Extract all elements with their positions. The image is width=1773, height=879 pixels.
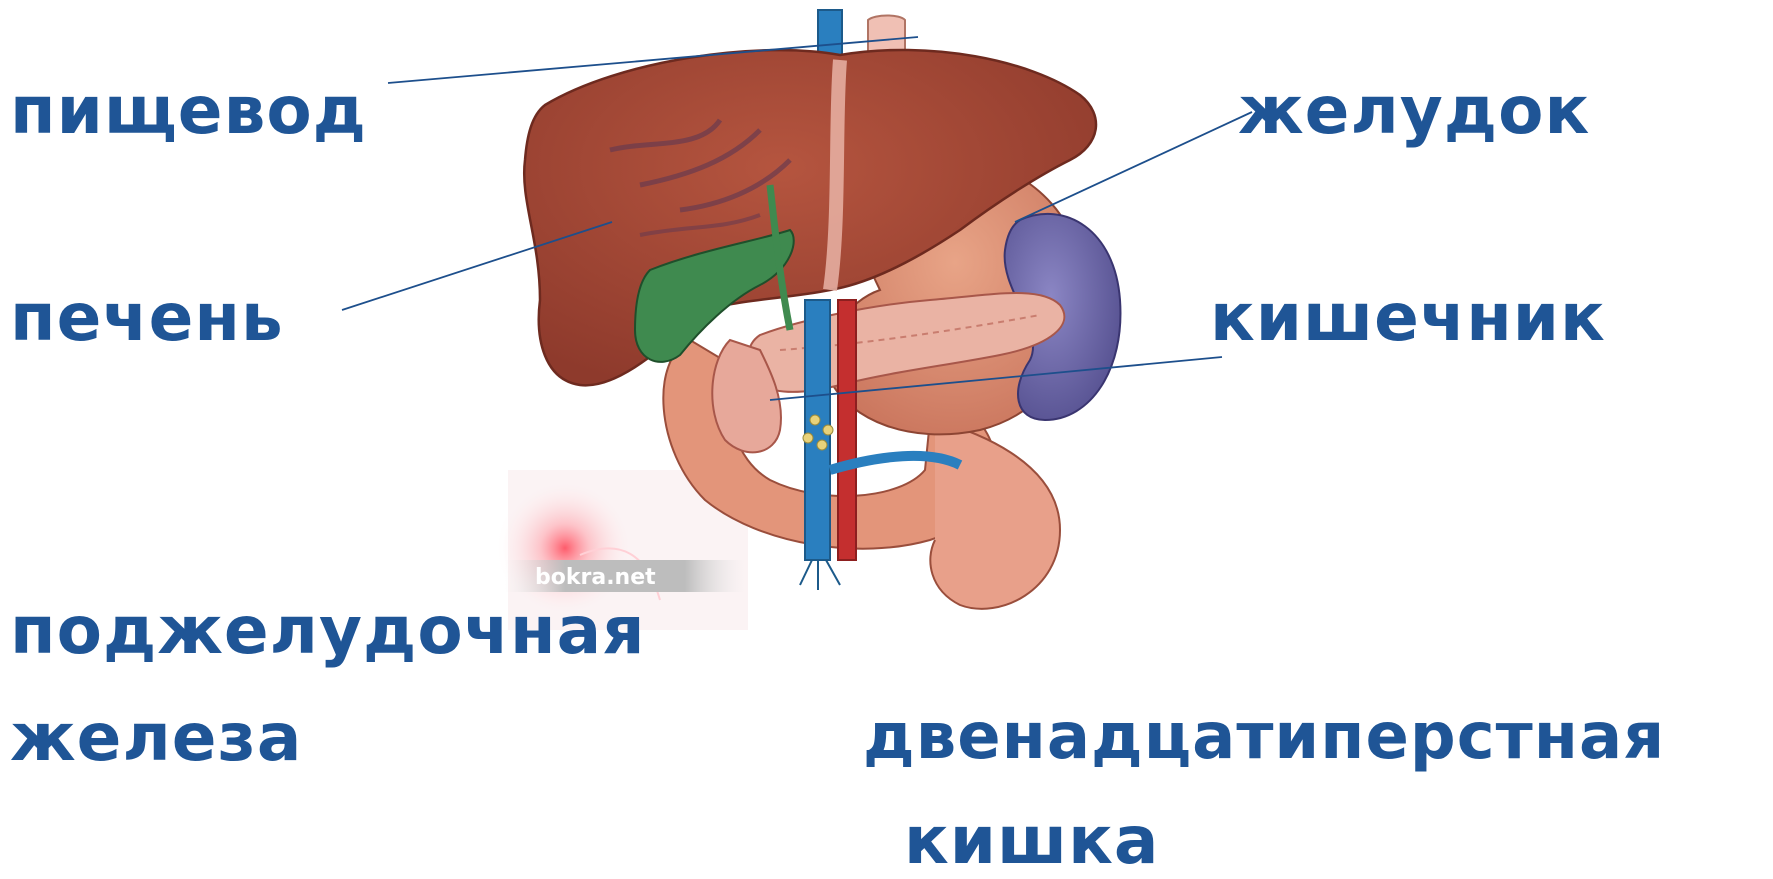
label-duodenum-line2: кишка — [904, 808, 1159, 874]
label-duodenum-line1: двенадцатиперстная — [863, 705, 1665, 769]
label-esophagus: пищевод — [10, 78, 367, 144]
label-pancreas-line1: поджелудочная — [10, 598, 646, 664]
label-liver: печень — [10, 285, 284, 351]
label-stomach: желудок — [1238, 78, 1590, 144]
label-pancreas-line2: железа — [10, 705, 302, 771]
watermark-text: bokra.net — [535, 565, 656, 590]
label-intestine: кишечник — [1210, 285, 1606, 351]
